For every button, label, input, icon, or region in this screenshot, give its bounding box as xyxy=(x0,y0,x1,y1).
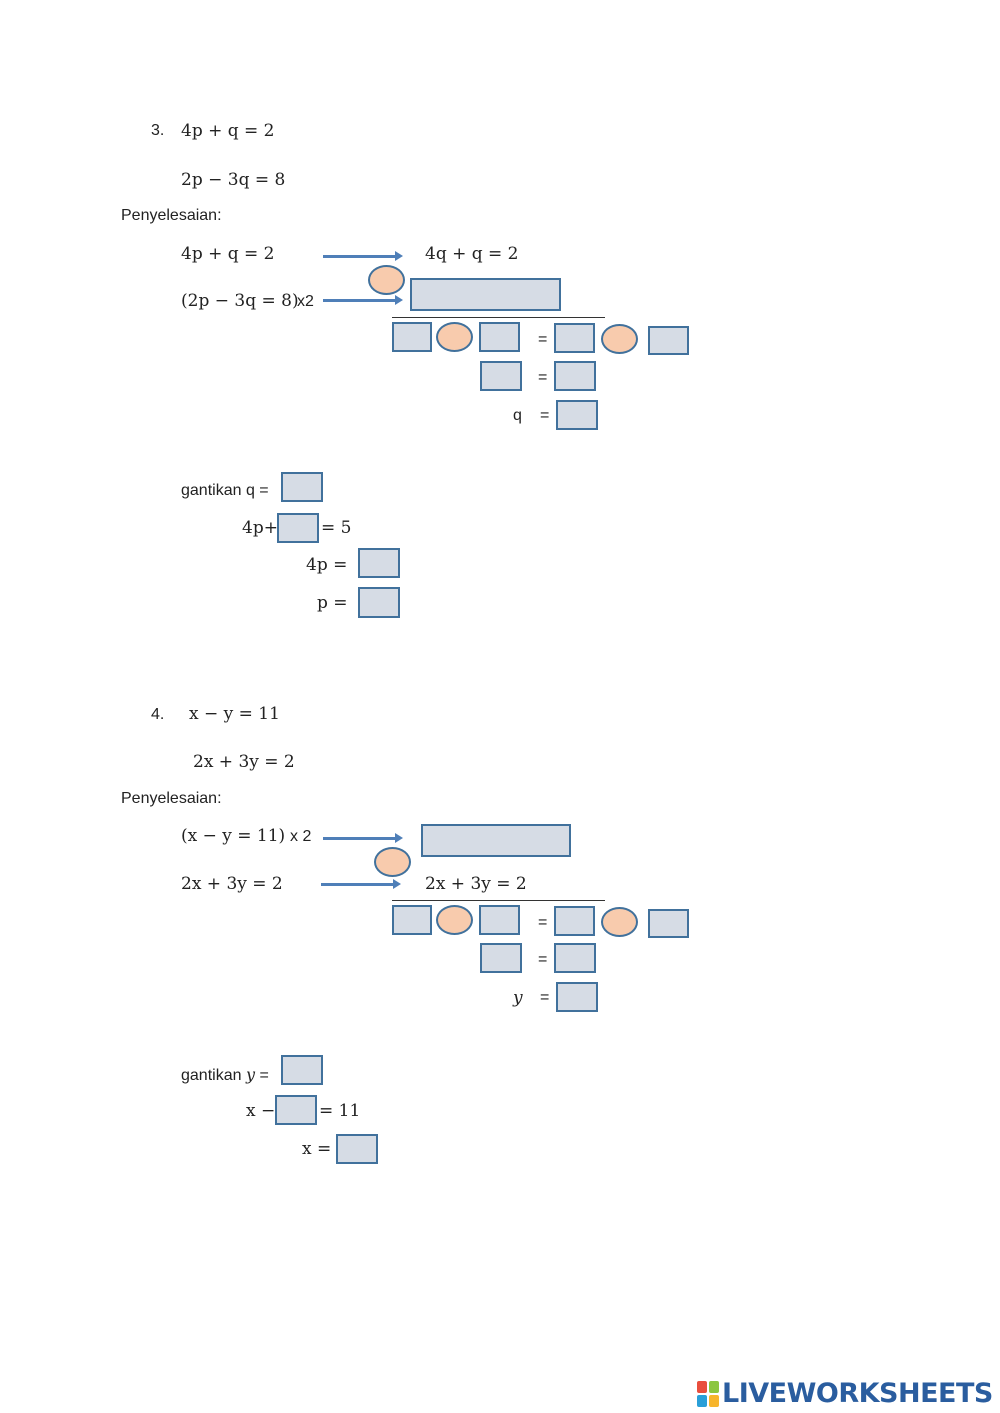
operator-oval-input[interactable] xyxy=(374,847,411,877)
arrow-icon xyxy=(323,251,403,261)
answer-input[interactable] xyxy=(277,513,319,543)
problem4-eq1: x − y = 11 xyxy=(189,704,280,724)
answer-input[interactable] xyxy=(479,322,520,352)
answer-input[interactable] xyxy=(392,905,432,935)
answer-input[interactable] xyxy=(554,906,595,936)
answer-input[interactable] xyxy=(554,361,596,391)
problem3-step-eq1: 4p + q = 2 xyxy=(181,244,275,264)
substitute-label: gantikan y = xyxy=(181,1065,269,1084)
equals-sign: = xyxy=(540,407,550,424)
problem4-result-eq2: 2x + 3y = 2 xyxy=(425,874,527,894)
variable-label: y xyxy=(513,988,523,1008)
operator-oval-input[interactable] xyxy=(436,905,473,935)
problem3-number: 3. xyxy=(151,122,165,139)
equals-sign: = xyxy=(538,369,548,386)
answer-input[interactable] xyxy=(358,548,400,578)
substitute-eq-left: 4p+ xyxy=(242,518,278,538)
arrow-icon xyxy=(321,879,401,889)
arrow-icon xyxy=(323,295,403,305)
answer-input[interactable] xyxy=(336,1134,378,1164)
answer-input[interactable] xyxy=(554,943,596,973)
problem3-step-eq2: (2p − 3q = 8) xyxy=(181,291,299,311)
answer-input[interactable] xyxy=(556,400,598,430)
problem4-multiplier: x 2 xyxy=(290,828,312,845)
answer-input[interactable] xyxy=(480,361,522,391)
answer-input[interactable] xyxy=(421,824,571,857)
answer-input[interactable] xyxy=(648,326,689,355)
answer-input[interactable] xyxy=(556,982,598,1012)
equals-sign: = xyxy=(538,331,548,348)
answer-input[interactable] xyxy=(281,472,323,502)
equals-sign: = xyxy=(538,951,548,968)
problem4-solution-label: Penyelesaian: xyxy=(121,790,222,807)
problem3-eq2: 2p − 3q = 8 xyxy=(181,170,286,190)
substitute-eq2: 4p = xyxy=(306,555,348,575)
answer-input[interactable] xyxy=(648,909,689,938)
liveworksheets-logo: LIVEWORKSHEETS xyxy=(697,1378,993,1409)
answer-input[interactable] xyxy=(281,1055,323,1085)
substitute-eq-left: x − xyxy=(246,1101,276,1121)
answer-input[interactable] xyxy=(480,943,522,973)
equals-sign: = xyxy=(538,914,548,931)
substitute-eq3: p = xyxy=(317,593,348,613)
arrow-icon xyxy=(323,833,403,843)
substitute-eq-right: = 5 xyxy=(321,518,352,538)
operator-oval-input[interactable] xyxy=(368,265,405,295)
operator-oval-input[interactable] xyxy=(436,322,473,352)
problem3-result-eq1: 4q + q = 2 xyxy=(425,244,519,264)
equals-sign: = xyxy=(540,989,550,1006)
operator-oval-input[interactable] xyxy=(601,324,638,354)
problem4-step-eq2: 2x + 3y = 2 xyxy=(181,874,283,894)
logo-text: LIVEWORKSHEETS xyxy=(722,1378,993,1409)
problem4-step-eq1: (x − y = 11) xyxy=(181,826,286,846)
divider-line xyxy=(392,900,605,901)
answer-input[interactable] xyxy=(392,322,432,352)
substitute-label: gantikan q = xyxy=(181,482,269,499)
answer-input[interactable] xyxy=(410,278,561,311)
answer-input[interactable] xyxy=(554,323,595,353)
operator-oval-input[interactable] xyxy=(601,907,638,937)
answer-input[interactable] xyxy=(275,1095,317,1125)
problem3-multiplier: x2 xyxy=(297,293,314,310)
problem4-number: 4. xyxy=(151,706,165,723)
problem3-eq1: 4p + q = 2 xyxy=(181,121,275,141)
substitute-eq2: x = xyxy=(302,1139,332,1159)
problem3-solution-label: Penyelesaian: xyxy=(121,207,222,224)
answer-input[interactable] xyxy=(479,905,520,935)
variable-label: q xyxy=(513,407,522,424)
answer-input[interactable] xyxy=(358,587,400,618)
divider-line xyxy=(392,317,605,318)
substitute-eq-right: = 11 xyxy=(319,1101,361,1121)
problem4-eq2: 2x + 3y = 2 xyxy=(193,752,295,772)
logo-mark-icon xyxy=(697,1380,719,1407)
